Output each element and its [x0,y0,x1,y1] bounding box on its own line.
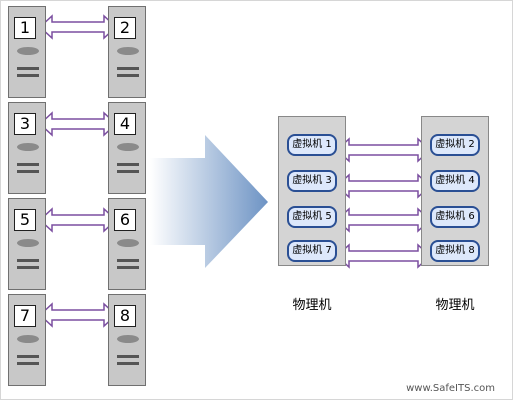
drive-icon [17,335,39,343]
server-number: 1 [14,17,36,39]
drive-slot [117,362,139,365]
server-2: 2 [108,6,146,98]
server-1: 1 [8,6,46,98]
vm-2: 虚拟机 2 [430,134,480,156]
physical-machine-left: 虚拟机 1 虚拟机 3 虚拟机 5 虚拟机 7 [278,116,346,266]
drive-icon [117,239,139,247]
drive-slot [117,266,139,269]
pair-arrow-1 [38,14,118,40]
vm-6: 虚拟机 6 [430,206,480,228]
drive-slot [17,355,39,358]
drive-icon [117,335,139,343]
vm-8: 虚拟机 8 [430,240,480,262]
vm-arrow-3 [335,207,432,233]
drive-icon [17,143,39,151]
drive-slot [117,74,139,77]
pair-arrow-2 [38,111,118,137]
drive-icon [17,239,39,247]
server-number: 6 [114,209,136,231]
vm-5: 虚拟机 5 [287,206,337,228]
drive-slot [117,67,139,70]
vm-7: 虚拟机 7 [287,240,337,262]
server-number: 8 [114,305,136,327]
server-5: 5 [8,198,46,290]
drive-slot [17,67,39,70]
vm-pair-arrows [335,137,432,269]
server-number: 2 [114,17,136,39]
drive-icon [117,143,139,151]
left-pair-arrows [38,14,118,328]
drive-slot [117,170,139,173]
vm-arrow-2 [335,173,432,199]
drive-icon [117,47,139,55]
server-7: 7 [8,294,46,386]
watermark: www.SafeITS.com [406,383,495,394]
pair-arrow-3 [38,207,118,233]
vm-arrow-1 [335,137,432,163]
vm-3: 虚拟机 3 [287,170,337,192]
drive-slot [17,259,39,262]
drive-slot [17,170,39,173]
server-6: 6 [108,198,146,290]
physical-machine-right: 虚拟机 2 虚拟机 4 虚拟机 6 虚拟机 8 [421,116,489,266]
server-number: 5 [14,209,36,231]
drive-slot [17,266,39,269]
server-3: 3 [8,102,46,194]
physical-machine-label-right: 物理机 [435,298,475,313]
vm-4: 虚拟机 4 [430,170,480,192]
vm-1: 虚拟机 1 [287,134,337,156]
pair-arrow-4 [38,302,118,328]
server-number: 3 [14,113,36,135]
drive-slot [117,355,139,358]
server-8: 8 [108,294,146,386]
drive-icon [17,47,39,55]
vm-arrow-4 [335,243,432,269]
physical-machine-label-left: 物理机 [292,298,332,313]
server-4: 4 [108,102,146,194]
drive-slot [17,163,39,166]
drive-slot [17,362,39,365]
server-number: 4 [114,113,136,135]
drive-slot [117,163,139,166]
server-number: 7 [14,305,36,327]
drive-slot [117,259,139,262]
drive-slot [17,74,39,77]
transition-arrow [150,135,268,268]
